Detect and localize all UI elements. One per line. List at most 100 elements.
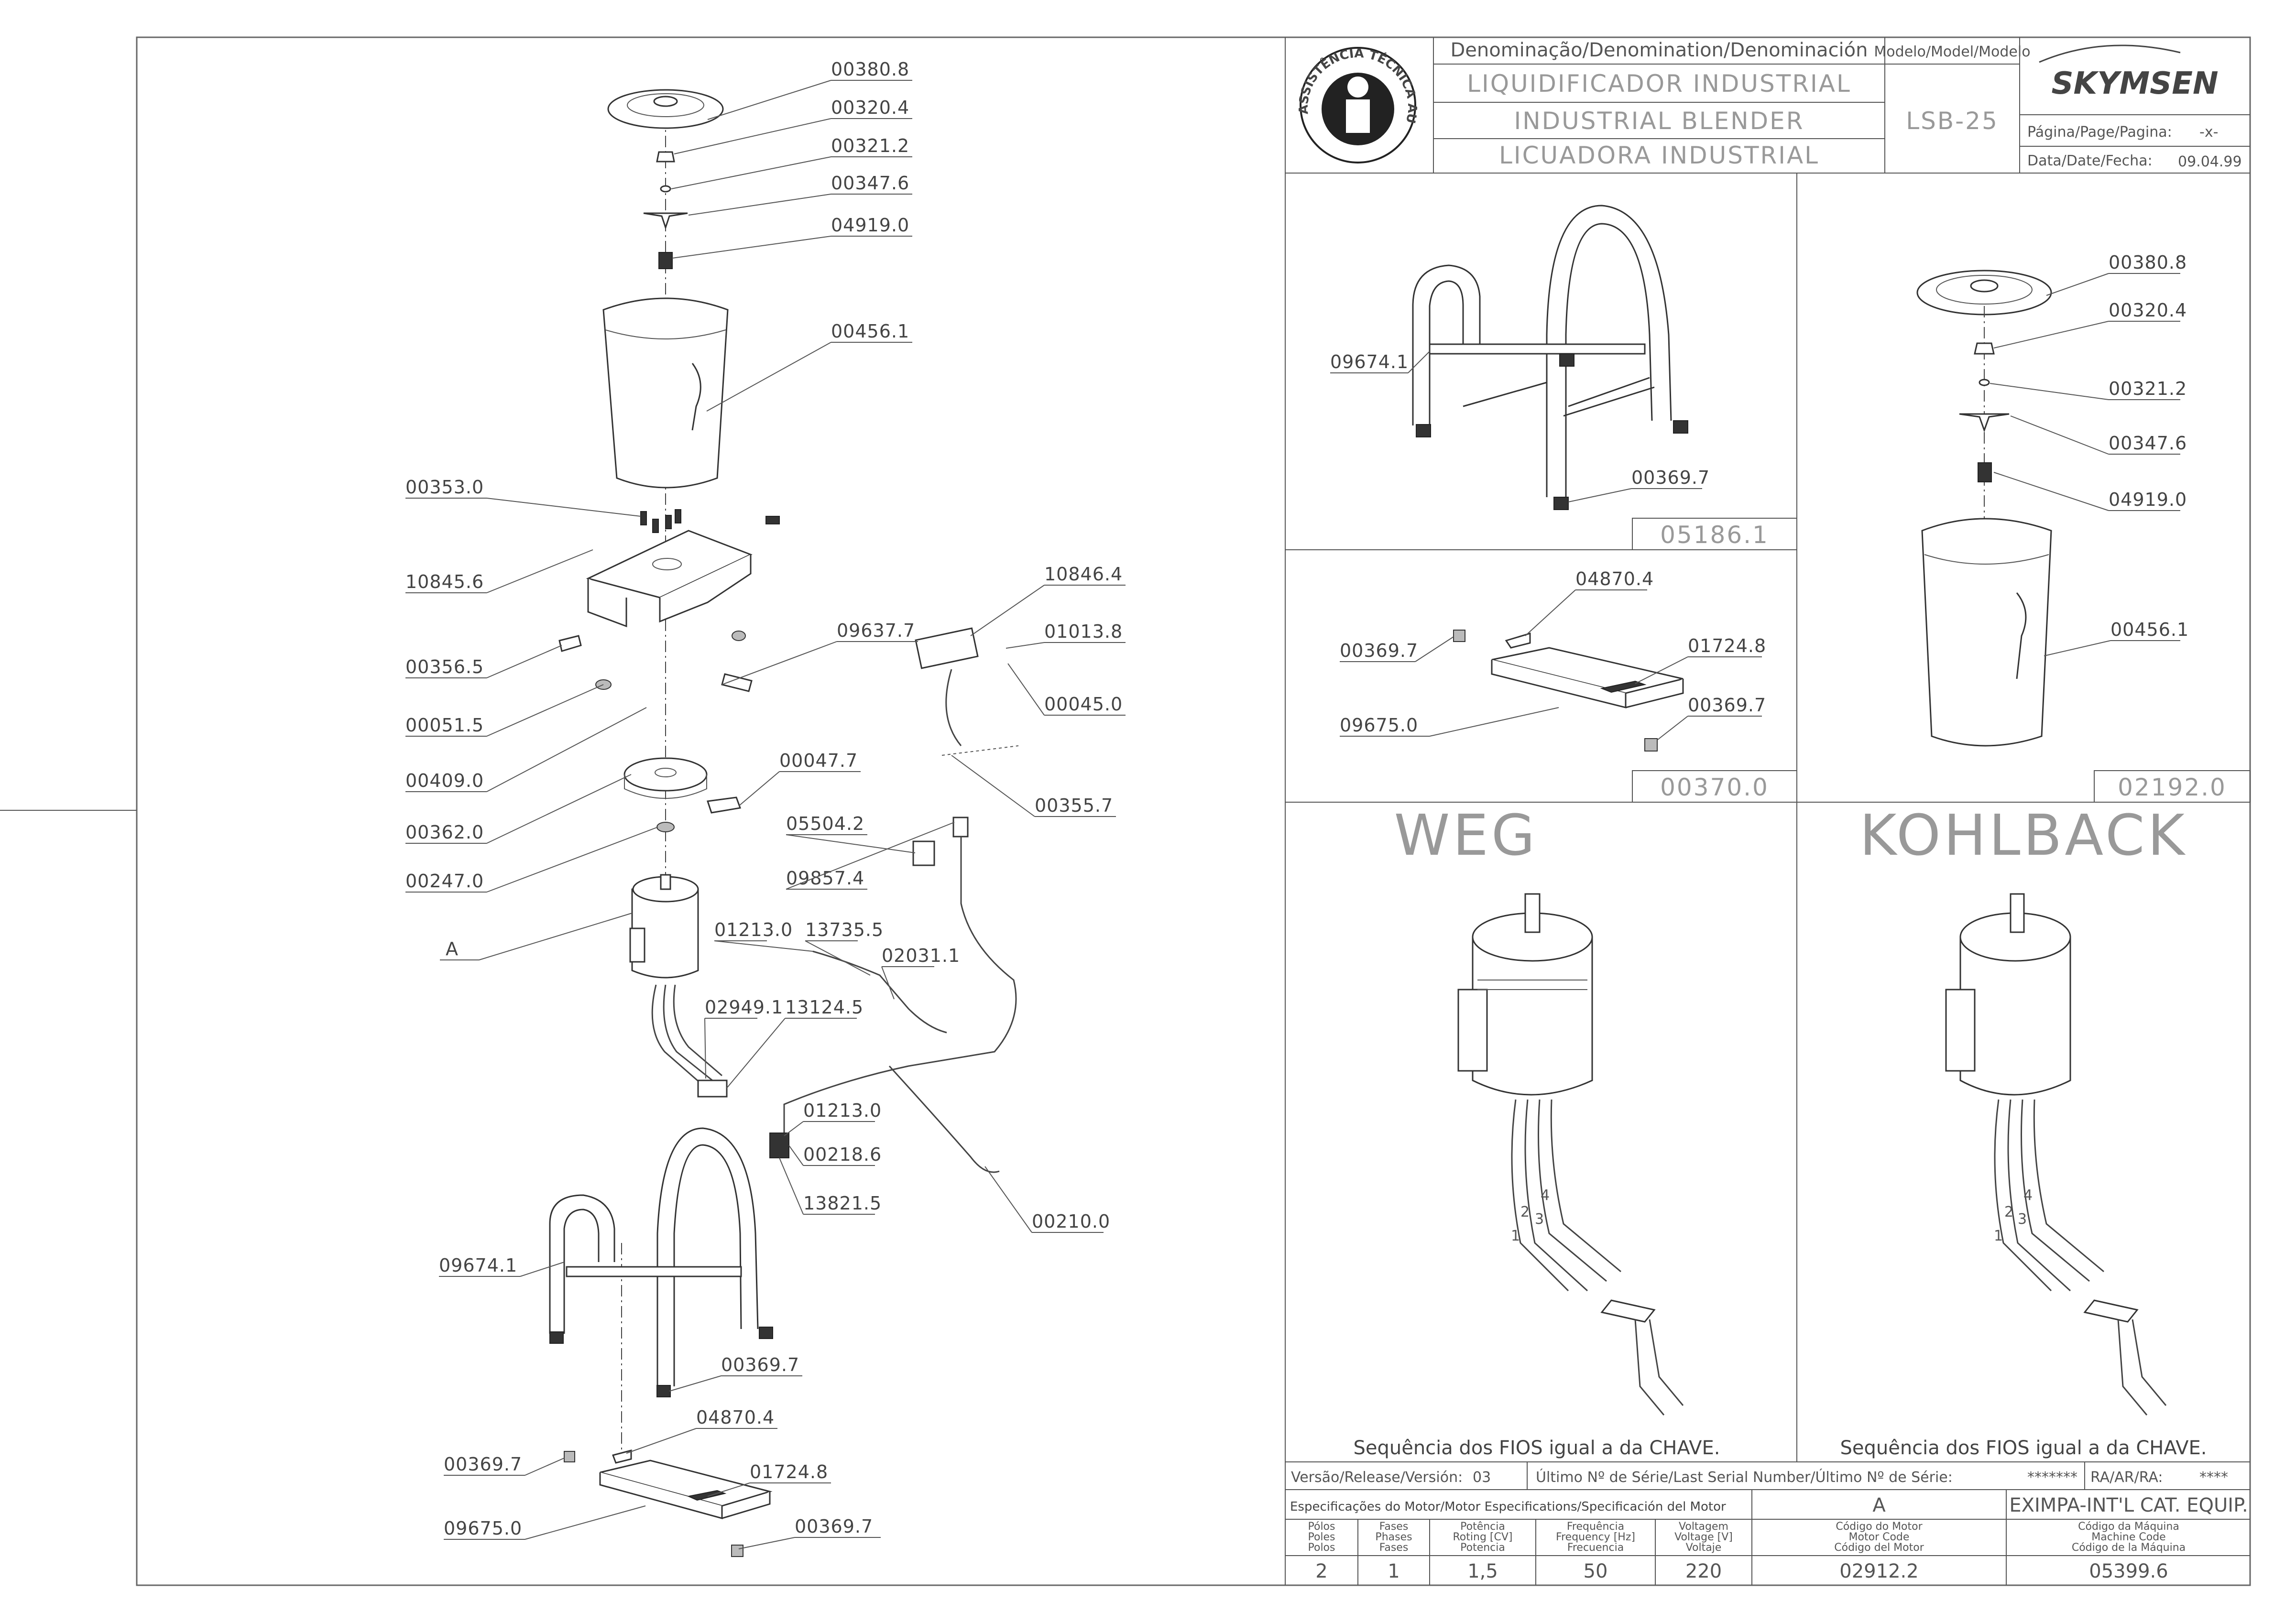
leader-line (688, 194, 831, 216)
leader-line (486, 549, 593, 593)
motor-kohlback-title: KOHLBACK (1859, 802, 2187, 868)
label-base-09675: 09675.0 (1340, 715, 1418, 736)
label-stand-09674: 09674.1 (1330, 351, 1409, 372)
leader-line (672, 236, 831, 259)
date-label: Data/Date/Fecha: (2027, 152, 2153, 169)
svg-text:Código del Motor: Código del Motor (1834, 1542, 1924, 1554)
motor-weg-panel: WEG 1 2 3 4 Sequência dos FIOS igual a d… (1353, 802, 1720, 1459)
leader-line (520, 1262, 565, 1277)
kohlback-wire-1: 1 (1994, 1228, 2003, 1244)
part-label-09675-0: 09675.0 (444, 1518, 522, 1539)
leader-line (669, 1375, 722, 1392)
part-label-A: A (446, 938, 459, 959)
leader-line (525, 1505, 646, 1540)
leader-line (486, 498, 641, 517)
poles-value: 2 (1315, 1560, 1327, 1582)
code-box-stand: 05186.1 (1632, 518, 1797, 550)
part-label-00356-5: 00356.5 (405, 656, 484, 677)
motor-code-value: 02912.2 (1839, 1560, 1918, 1582)
leader-line (486, 774, 632, 844)
part-label-09857-4: 09857.4 (786, 868, 864, 889)
authorized-service-badge: ASSISTÊNCIA TÉCNICA AUTORIZADA (0, 0, 1419, 163)
leader-line (486, 645, 562, 678)
svg-text:Frecuencia: Frecuencia (1567, 1542, 1624, 1554)
label-base-01724: 01724.8 (1688, 635, 1766, 656)
part-label-00380-8: 00380.8 (831, 59, 909, 80)
part-label-00051-5: 00051.5 (405, 715, 484, 736)
label-stand-00369: 00369.7 (1631, 467, 1710, 488)
main-exploded-view (549, 89, 1019, 1557)
model-value: LSB-25 (1906, 107, 1999, 135)
equip-catalog: EXIMPA-INT'L CAT. EQUIP. (2009, 1494, 2248, 1516)
leader-line (479, 913, 633, 960)
svg-text:Fases: Fases (1379, 1542, 1409, 1554)
part-label-00362-0: 00362.0 (405, 822, 484, 843)
part-label-04919-0: 04919.0 (831, 215, 909, 236)
leader-line (704, 1018, 706, 1079)
part-label-10845-6: 10845.6 (405, 571, 484, 592)
release-label: Versão/Release/Versión: (1291, 1469, 1463, 1486)
leader-line (1006, 642, 1045, 649)
name-pt: LIQUIDIFICADOR INDUSTRIAL (1467, 70, 1851, 98)
part-label-00210-0: 00210.0 (1032, 1211, 1110, 1232)
main-labels: 00380.800320.400321.200347.604919.000456… (405, 59, 1126, 1549)
svg-text:Potência: Potência (1460, 1521, 1505, 1533)
leader-line (707, 1482, 750, 1497)
sheet-border (136, 36, 2251, 1586)
svg-text:Código do Motor: Código do Motor (1836, 1521, 1923, 1533)
cup-labels: 00380.8 00320.4 00321.2 00347.6 04919.0 … (1990, 252, 2189, 656)
weg-wire-1: 1 (1511, 1228, 1520, 1244)
kohlback-wire-3: 3 (2018, 1211, 2027, 1228)
svg-text:Phases: Phases (1375, 1531, 1412, 1543)
serial-value: ******* (2027, 1469, 2077, 1486)
svg-text:00456.1: 00456.1 (2110, 619, 2189, 640)
motor-kohlback-panel: KOHLBACK 1 2 3 4 Sequência dos FIOS igua… (1840, 802, 2207, 1459)
svg-text:Polos: Polos (1308, 1542, 1335, 1554)
svg-text:Roting [CV]: Roting [CV] (1453, 1531, 1513, 1543)
weg-wire-2: 2 (1520, 1204, 1530, 1220)
svg-text:Fases: Fases (1379, 1521, 1409, 1533)
leader-line (486, 707, 647, 792)
date-value: 09.04.99 (2178, 153, 2242, 170)
part-label-00369-7: 00369.7 (444, 1454, 522, 1475)
svg-text:05186.1: 05186.1 (1660, 521, 1769, 549)
leader-line (525, 1458, 565, 1476)
ra-value: **** (2199, 1469, 2228, 1486)
svg-text:00380.8: 00380.8 (2109, 252, 2187, 273)
code-box-cup: 02192.0 (2094, 770, 2251, 803)
leader-line (951, 755, 1035, 817)
part-label-00218-6: 00218.6 (803, 1144, 882, 1165)
svg-text:Machine Code: Machine Code (2091, 1531, 2165, 1543)
serial-label: Último Nº de Série/Last Serial Number/Úl… (1536, 1468, 1953, 1486)
svg-text:Frequency [Hz]: Frequency [Hz] (1556, 1531, 1635, 1543)
page-value: -x- (2199, 124, 2218, 141)
svg-text:Pólos: Pólos (1308, 1521, 1335, 1533)
spec-header: Especificações do Motor/Motor Especifica… (1290, 1500, 1726, 1514)
part-label-00369-7: 00369.7 (795, 1516, 873, 1537)
part-label-09637-7: 09637.7 (837, 620, 915, 641)
leader-line (671, 156, 831, 189)
part-label-01013-8: 01013.8 (1044, 621, 1123, 642)
svg-text:00370.0: 00370.0 (1660, 773, 1769, 801)
leader-line (706, 342, 831, 412)
svg-text:00347.6: 00347.6 (2109, 433, 2187, 454)
leader-line (786, 834, 916, 853)
machine-code-value: 05399.6 (2089, 1560, 2168, 1582)
part-label-00409-0: 00409.0 (405, 770, 484, 791)
part-label-02031-1: 02031.1 (882, 945, 960, 966)
label-base-00369a: 00369.7 (1340, 640, 1418, 661)
svg-text:00321.2: 00321.2 (2109, 378, 2187, 399)
part-label-01724-8: 01724.8 (750, 1461, 828, 1482)
leader-line (1007, 663, 1045, 716)
brand-swoosh (2039, 44, 2181, 63)
svg-text:Voltaje: Voltaje (1686, 1542, 1722, 1554)
part-label-00353-0: 00353.0 (405, 477, 484, 498)
weg-caption: Sequência dos FIOS igual a da CHAVE. (1353, 1437, 1720, 1459)
weg-wire-3: 3 (1535, 1211, 1544, 1228)
voltage-value: 220 (1685, 1560, 1722, 1582)
part-label-00047-7: 00047.7 (779, 750, 858, 771)
svg-text:Voltage [V]: Voltage [V] (1674, 1531, 1733, 1543)
release-value: 03 (1473, 1469, 1491, 1486)
page-label: Página/Page/Pagina: (2027, 124, 2172, 141)
part-label-00347-6: 00347.6 (831, 173, 909, 194)
